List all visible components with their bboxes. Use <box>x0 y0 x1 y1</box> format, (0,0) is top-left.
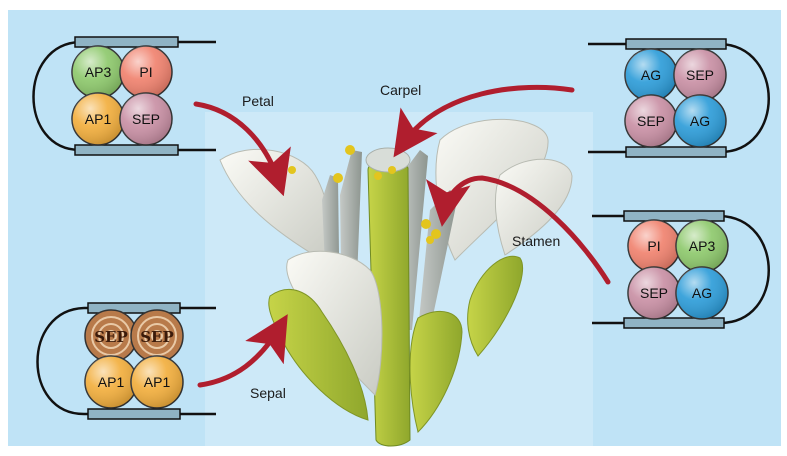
label-sepal: Sepal <box>250 385 286 401</box>
protein-label: AP3 <box>85 64 112 80</box>
dna-binding-bar <box>626 147 726 157</box>
protein-label: AP1 <box>85 111 112 127</box>
protein-label: AG <box>692 285 712 301</box>
protein-label: SEP <box>637 113 665 129</box>
dna-binding-bar <box>88 409 180 419</box>
protein-label: SEP <box>132 111 160 127</box>
dna-binding-bar <box>626 39 726 49</box>
dna-binding-bar <box>624 318 724 328</box>
label-carpel: Carpel <box>380 82 421 98</box>
dna-binding-bar <box>75 37 178 47</box>
protein-label: PI <box>139 64 152 80</box>
protein-label: AG <box>641 67 661 83</box>
protein-label: AG <box>690 113 710 129</box>
label-petal: Petal <box>242 93 274 109</box>
protein-label: PI <box>647 238 660 254</box>
protein-label: AP1 <box>98 374 125 390</box>
protein-label: AP1 <box>144 374 171 390</box>
protein-label: SEP <box>94 328 128 346</box>
protein-label: SEP <box>640 285 668 301</box>
protein-label: SEP <box>140 328 174 346</box>
protein-label: SEP <box>686 67 714 83</box>
label-stamen: Stamen <box>512 233 560 249</box>
protein-label: AP3 <box>689 238 716 254</box>
dna-binding-bar <box>624 211 724 221</box>
dna-binding-bar <box>75 145 178 155</box>
